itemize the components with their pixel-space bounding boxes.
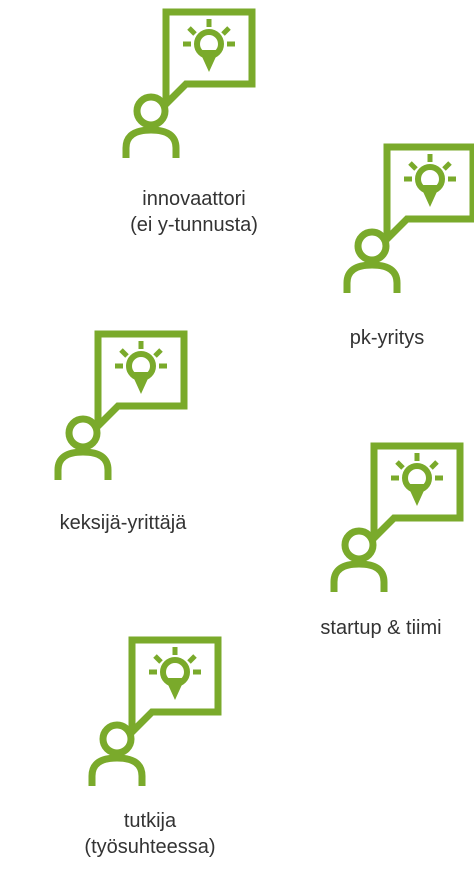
label-line: tutkija	[123, 810, 177, 832]
persona-keksija-yrittaja: keksijä-yrittäjä	[50, 330, 250, 550]
person-with-idea-lightbulb-icon	[88, 636, 224, 788]
persona-tutkija: tutkija (työsuhteessa)	[84, 636, 284, 866]
persona-label: keksijä-yrittäjä	[8, 510, 238, 536]
persona-innovaattori: innovaattori (ei y-tunnusta)	[118, 8, 358, 258]
label-line: (työsuhteessa)	[84, 836, 216, 858]
label-line: keksijä-yrittäjä	[59, 512, 187, 534]
person-with-idea-lightbulb-icon	[54, 330, 190, 482]
persona-pk-yritys: pk-yritys	[339, 143, 474, 363]
persona-label: tutkija (työsuhteessa)	[50, 808, 250, 860]
persona-startup-tiimi: startup & tiimi	[320, 442, 474, 642]
label-line: pk-yritys	[349, 327, 425, 349]
persona-label: innovaattori (ei y-tunnusta)	[94, 186, 294, 238]
person-with-idea-lightbulb-icon	[343, 143, 474, 295]
label-line: innovaattori	[142, 188, 246, 210]
label-line: startup & tiimi	[320, 617, 442, 639]
label-line: (ei y-tunnusta)	[130, 214, 258, 236]
person-with-idea-lightbulb-icon	[330, 442, 466, 594]
persona-label: startup & tiimi	[286, 615, 474, 641]
persona-label: pk-yritys	[299, 325, 474, 351]
person-with-idea-lightbulb-icon	[122, 8, 258, 160]
